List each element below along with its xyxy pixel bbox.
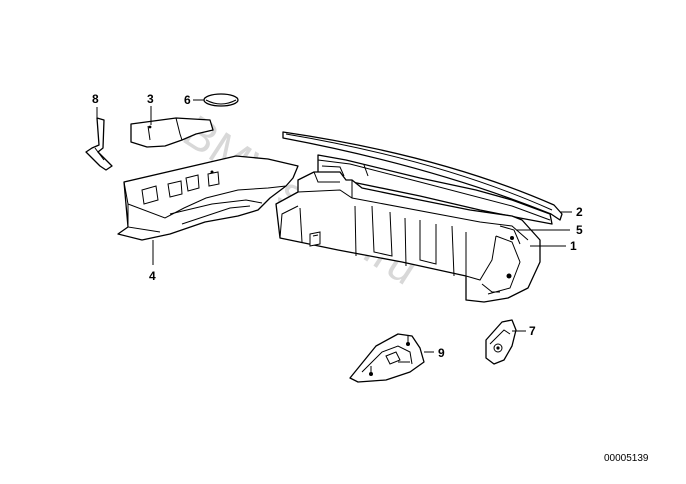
svg-text:4: 4 <box>149 269 156 283</box>
svg-text:2: 2 <box>576 205 583 219</box>
callout-7: 7 <box>512 324 536 338</box>
part-2-cross-member <box>282 131 563 225</box>
part-3-panel <box>130 117 214 148</box>
svg-text:3: 3 <box>147 92 154 106</box>
callout-2: 2 <box>560 205 583 219</box>
svg-text:9: 9 <box>438 346 445 360</box>
callout-1: 1 <box>530 239 577 253</box>
svg-text:1: 1 <box>570 239 577 253</box>
part-1-rear-panel <box>275 171 541 303</box>
callout-6: 6 <box>184 93 204 107</box>
part-8-bracket <box>85 117 113 171</box>
callout-3: 3 <box>147 92 154 125</box>
callout-9: 9 <box>424 346 445 360</box>
svg-text:8: 8 <box>92 92 99 106</box>
part-6-cap <box>203 93 239 107</box>
svg-text:7: 7 <box>529 324 536 338</box>
svg-text:5: 5 <box>576 223 583 237</box>
callout-8: 8 <box>92 92 99 120</box>
diagram-code: 00005139 <box>604 453 649 464</box>
part-4-side-panel <box>117 155 299 241</box>
part-7-bracket <box>485 319 517 365</box>
callout-5: 5 <box>516 223 583 237</box>
callout-4: 4 <box>149 240 156 283</box>
svg-text:6: 6 <box>184 93 191 107</box>
part-9-bracket <box>349 333 425 383</box>
